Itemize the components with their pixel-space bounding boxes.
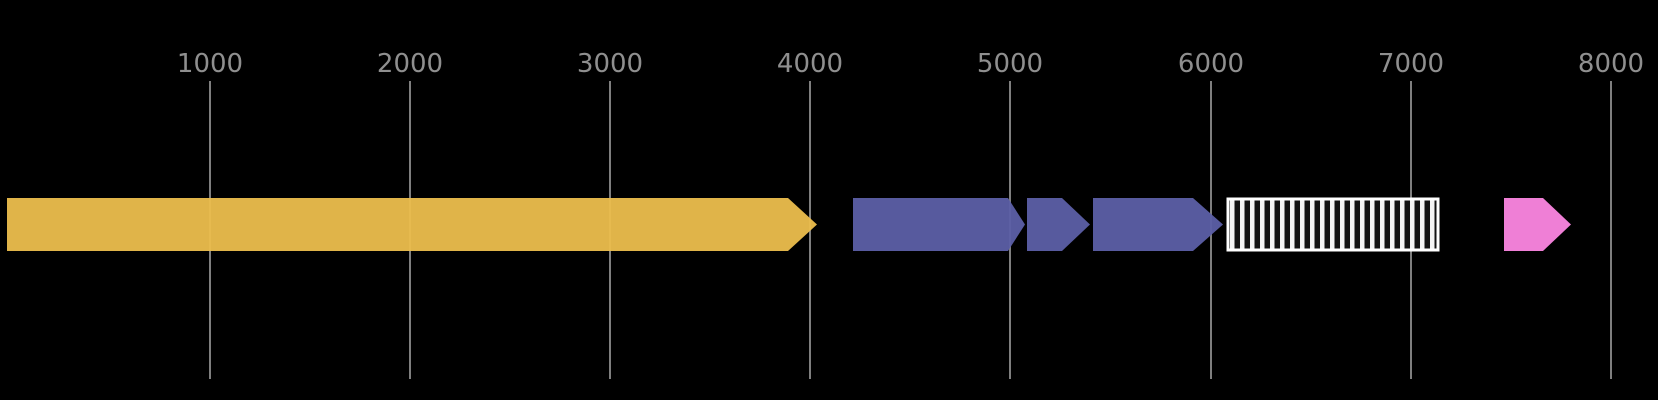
feature-3-purple-arrow [1027, 198, 1090, 251]
axis-tick-label-8000: 8000 [1578, 49, 1644, 79]
tick-labels-group: 1000 2000 3000 4000 5000 6000 7000 8000 [177, 49, 1644, 79]
axis-tick-label-2000: 2000 [377, 49, 443, 79]
axis-tick-label-3000: 3000 [577, 49, 643, 79]
feature-6-pink-arrow [1504, 198, 1571, 251]
feature-5-hatched-box [1226, 197, 1440, 252]
axis-tick-label-6000: 6000 [1178, 49, 1244, 79]
axis-tick-label-1000: 1000 [177, 49, 243, 79]
feature-1-gold-arrow [7, 198, 817, 251]
axis-tick-label-7000: 7000 [1378, 49, 1444, 79]
axis-tick-label-4000: 4000 [777, 49, 843, 79]
features-group [7, 197, 1571, 252]
feature-4-purple-arrow [1093, 198, 1223, 251]
axis-tick-label-5000: 5000 [977, 49, 1043, 79]
feature-2-purple-arrow [853, 198, 1025, 251]
